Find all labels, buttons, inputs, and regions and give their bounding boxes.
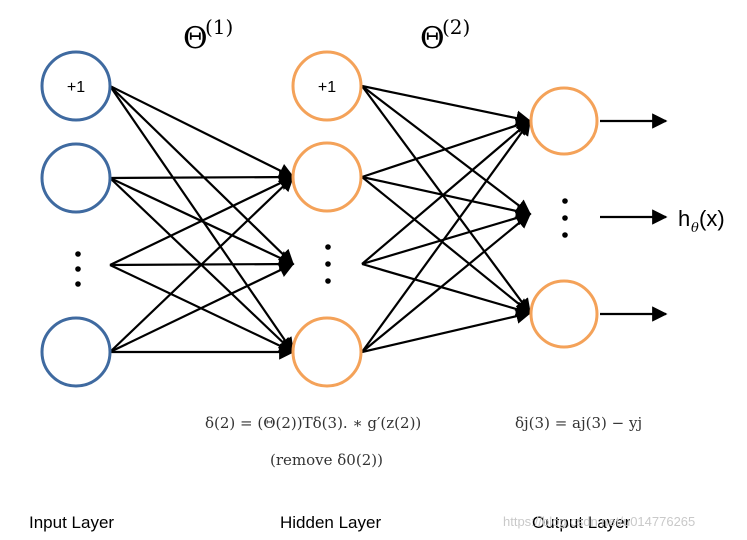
edges-input-hidden <box>109 85 295 360</box>
input-bias-node <box>40 50 112 122</box>
input-ellipsis-dots <box>75 251 81 287</box>
output-layer-label: Output Layer <box>532 513 631 532</box>
output-node-1 <box>529 86 599 156</box>
edges-hidden-output <box>361 84 532 354</box>
output-arrows <box>600 113 668 322</box>
output-node-n <box>529 279 599 349</box>
svg-text:h: h <box>678 206 690 231</box>
theta2-label: Θ (2) <box>420 15 470 56</box>
svg-text:Θ: Θ <box>420 21 445 56</box>
input-node-n <box>40 316 112 388</box>
input-node-1 <box>40 142 112 214</box>
hidden-ellipsis-dots <box>325 244 331 284</box>
svg-text:Θ: Θ <box>183 21 208 56</box>
svg-text:(1): (1) <box>205 15 233 39</box>
hidden-delta-formula: δ(2) = (Θ(2))Tδ(3). ∗ g′(z(2)) <box>205 414 421 432</box>
svg-text:(2): (2) <box>442 15 470 39</box>
hypothesis-label: h θ (x) <box>678 206 725 236</box>
input-bias-label: +1 <box>67 79 85 96</box>
output-delta-formula: δj(3) = aj(3) − yj <box>515 414 642 432</box>
theta1-label: Θ (1) <box>183 15 233 56</box>
input-layer: +1 <box>40 50 112 388</box>
hidden-delta-note: (remove δ0(2)) <box>270 451 383 469</box>
svg-text:θ: θ <box>691 221 699 236</box>
hidden-node-1 <box>291 141 363 213</box>
hidden-bias-label: +1 <box>318 79 336 96</box>
output-ellipsis-dots <box>562 198 568 238</box>
output-layer <box>529 86 599 349</box>
hidden-layer: +1 <box>291 50 363 388</box>
watermark: https://blog.csdn.net/u014776265 <box>503 514 695 529</box>
input-layer-label: Input Layer <box>29 513 114 532</box>
svg-text:(x): (x) <box>699 206 725 231</box>
hidden-node-n <box>291 316 363 388</box>
hidden-layer-label: Hidden Layer <box>280 513 381 532</box>
hidden-bias-node <box>291 50 363 122</box>
